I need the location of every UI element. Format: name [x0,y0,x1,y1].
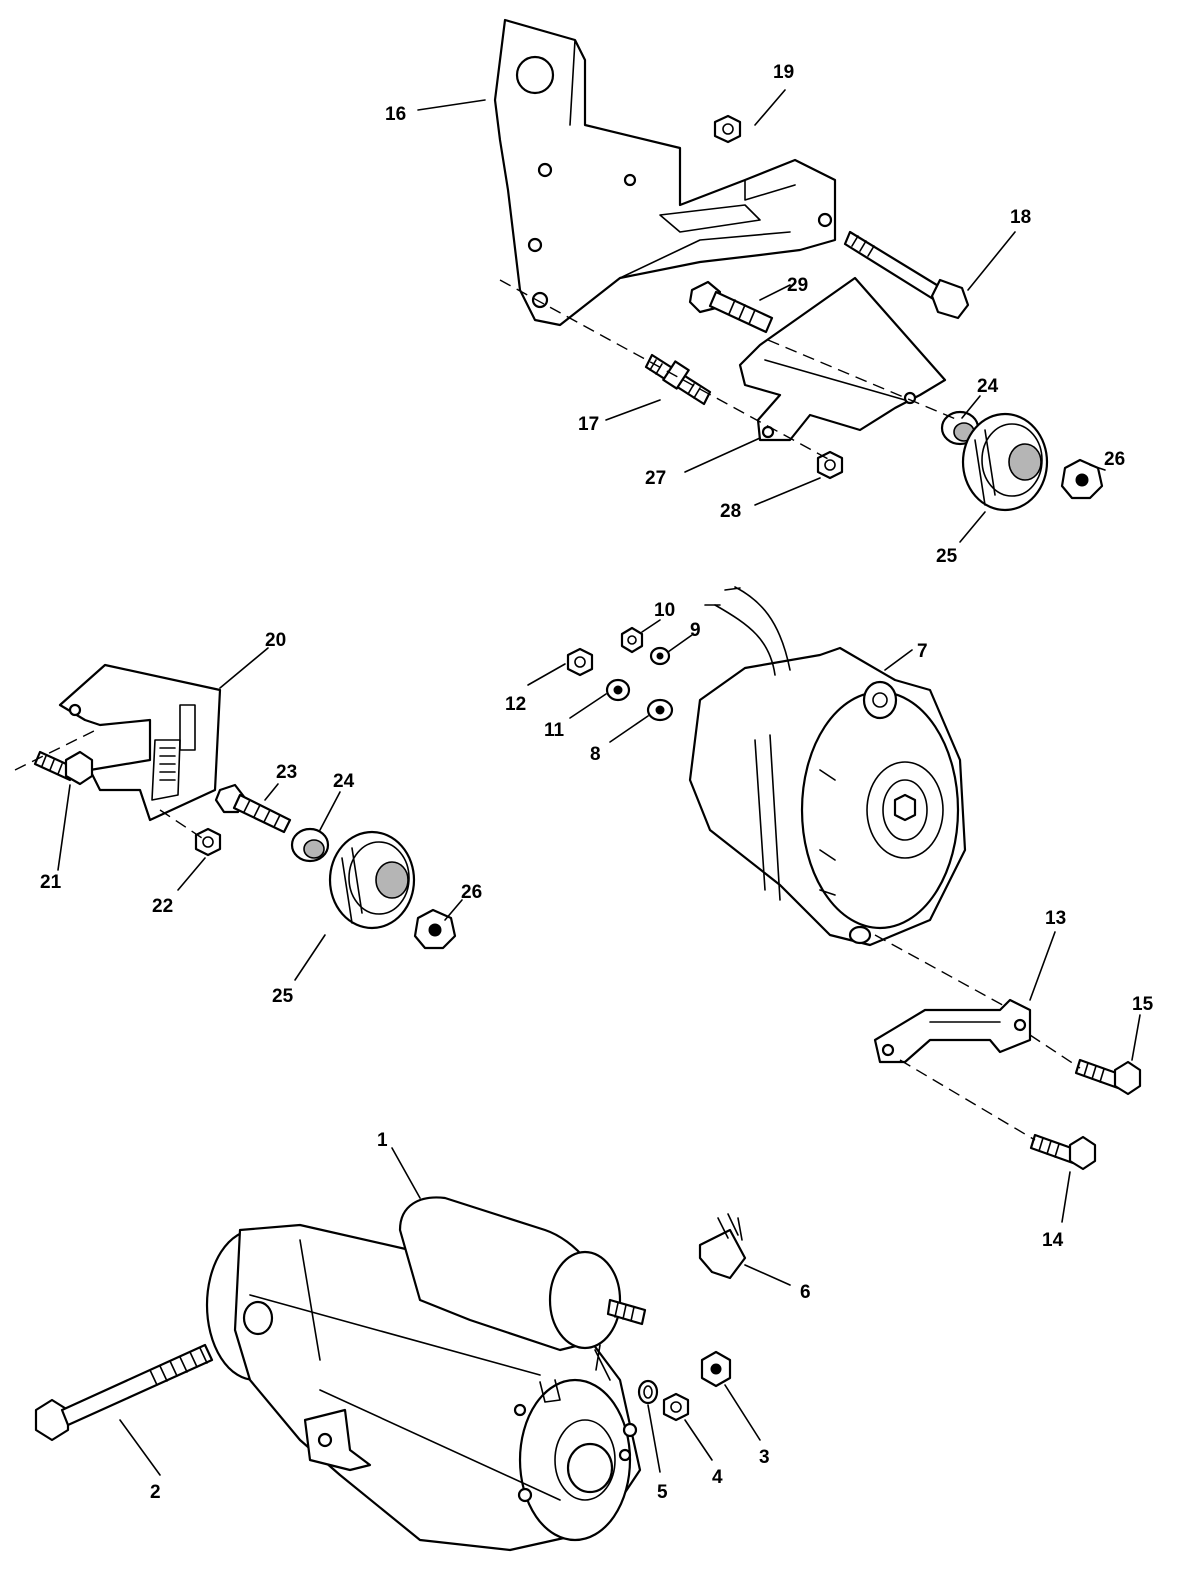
flange-nut-26-upper [1060,458,1104,500]
stud-23 [214,783,292,834]
callout-3: 3 [759,1447,770,1468]
nut-22 [194,827,222,857]
callout-12: 12 [505,694,526,715]
bolt-18 [843,230,970,320]
callout-17: 17 [578,414,599,435]
callout-13: 13 [1045,908,1066,929]
assembly-line-left-1 [14,727,101,771]
washer-5 [637,1379,659,1405]
callout-16: 16 [385,104,406,125]
callout-25-upper: 25 [936,546,958,567]
callout-22: 22 [152,896,173,917]
callout-24-upper: 24 [977,376,999,397]
alternator-brace-13 [873,998,1032,1064]
callout-21: 21 [40,872,62,893]
nut-19 [713,114,742,144]
leader-lines [57,89,1141,1476]
assembly-line-left-2 [159,809,206,841]
callout-24-lower: 24 [333,771,355,792]
stud-17 [644,353,712,406]
nut-28 [816,450,844,480]
callout-4: 4 [712,1467,723,1488]
callout-29: 29 [787,275,808,296]
callout-2: 2 [150,1482,161,1503]
terminal-boot-6 [698,1213,747,1280]
callout-23: 23 [276,762,297,783]
callout-20: 20 [265,630,286,651]
assembly-line-alternator [874,934,1031,1021]
lock-washer-11 [605,678,631,702]
callout-7: 7 [917,641,928,662]
callout-9: 9 [690,620,701,641]
callout-14: 14 [1042,1230,1064,1251]
callout-19: 19 [773,62,794,83]
alternator-7 [688,586,967,947]
assembly-line-brace-2 [899,1059,1036,1141]
callout-27: 27 [645,468,666,489]
callout-1: 1 [377,1130,388,1151]
callout-26-upper: 26 [1104,449,1125,470]
assembly-line-upper-2 [767,339,959,421]
callout-25-lower: 25 [272,986,294,1007]
nut-3 [700,1350,732,1388]
callout-28: 28 [720,501,741,522]
idler-pulley-25-upper [961,412,1049,512]
flat-washer-8 [646,698,674,722]
alternator-mounting-bracket [493,18,837,327]
assembly-line-brace-1 [1029,1034,1081,1069]
bolt-29 [688,280,774,334]
nut-4 [662,1392,690,1422]
adjusting-bracket-27 [738,276,947,442]
assembly-line-upper-1 [499,279,831,461]
callout-labels: 1 2 3 4 5 6 7 8 9 10 11 12 13 14 15 16 1… [40,62,1154,1503]
callout-5: 5 [657,1482,668,1503]
terminal-nut-10 [620,626,644,654]
idler-pulley-25-lower [328,830,416,930]
mounting-bolt-2 [34,1343,214,1442]
bolt-14 [1029,1133,1097,1171]
nut-12 [566,647,594,677]
callout-15: 15 [1132,994,1154,1015]
callout-8: 8 [590,744,601,765]
starter-motor-1 [205,1196,647,1552]
callout-26-lower: 26 [461,882,482,903]
bolt-15 [1074,1058,1142,1096]
bolt-21 [33,750,94,786]
lock-washer-9 [649,646,671,666]
callout-18: 18 [1010,207,1031,228]
spacer-24-lower [290,827,330,863]
idler-bracket-20 [58,663,222,822]
callout-11: 11 [544,720,565,741]
callout-6: 6 [800,1282,811,1303]
callout-10: 10 [654,600,675,621]
